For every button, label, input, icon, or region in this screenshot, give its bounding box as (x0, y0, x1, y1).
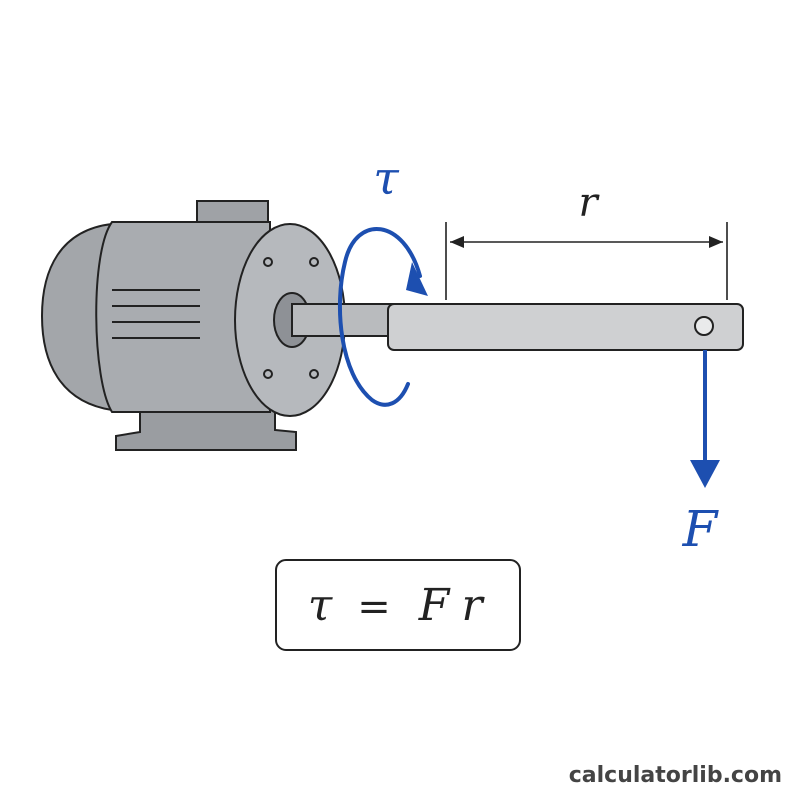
force-label: F (682, 500, 720, 558)
formula-equals: = (357, 584, 391, 630)
torque-rotation-arrow (337, 226, 428, 407)
watermark: calculatorlib.com (569, 763, 782, 788)
torque-label: τ (373, 151, 400, 205)
flange-bolts (263, 257, 319, 379)
cooling-fins (112, 289, 200, 339)
formula-radius: r (461, 580, 485, 631)
torque-arrowhead (406, 262, 428, 296)
formula-box: τ = F r (275, 559, 521, 651)
electric-motor (40, 200, 397, 451)
radius-dimension (445, 222, 728, 300)
motor-housing (95, 221, 271, 413)
force-arrow (690, 350, 720, 488)
force-arrowhead (690, 460, 720, 488)
formula-tau: τ (308, 580, 333, 631)
force-application-hole (694, 316, 714, 336)
lever-arm (387, 303, 744, 351)
radius-label: r (578, 180, 600, 226)
motor-shaft (291, 303, 397, 337)
formula-force: F (418, 580, 451, 631)
